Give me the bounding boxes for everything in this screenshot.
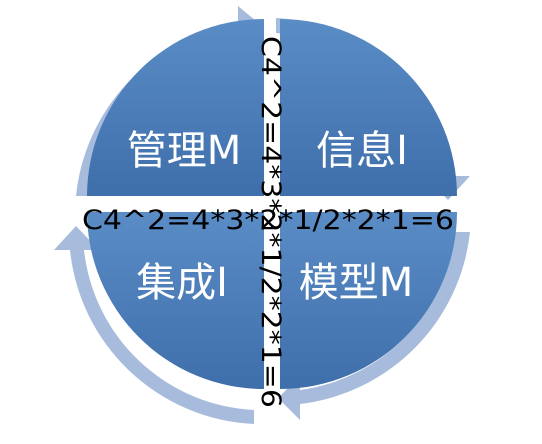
formula-vertical: C4^2=4*3*2*1/2*2*1=6 [255,36,286,408]
quadrant-top-right [280,19,457,196]
quadrants [87,19,457,389]
label-top-left: 管理M [127,128,242,174]
arrow-bottom-left [54,226,254,424]
arrow-bottom-right [278,232,470,420]
quadrant-bottom-right [280,212,457,389]
quadrant-top-left [87,19,264,196]
label-top-right: 信息Ⅰ [316,128,408,174]
formula-horizontal: C4^2=4*3*2*1/2*2*1=6 [82,205,454,236]
quadrant-bottom-left [87,212,264,389]
label-bottom-right: 模型M [299,260,414,306]
label-bottom-left: 集成Ⅰ [136,260,228,306]
